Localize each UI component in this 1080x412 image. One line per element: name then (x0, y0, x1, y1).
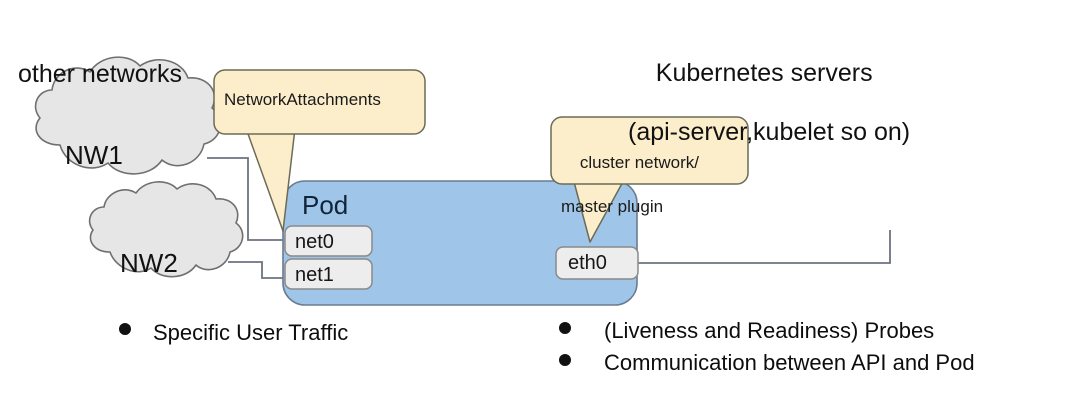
interface-label-net1: net1 (295, 264, 334, 286)
cloud-label-nw2: NW2 (120, 248, 178, 278)
bullet-marker-right-2 (559, 354, 571, 366)
pod-label: Pod (302, 190, 349, 220)
connector-nw2-net1 (228, 261, 286, 279)
interface-label-net0: net0 (295, 231, 334, 253)
connector-nw1-net0 (207, 157, 286, 241)
heading-kubernetes-servers-line1: Kubernetes servers (655, 58, 873, 87)
interface-box-eth0[interactable] (555, 246, 639, 280)
callout-label-network-attachments: NetworkAttachments (224, 90, 381, 109)
callout-cluster-network-bubble (550, 116, 749, 185)
callout-label-cluster-network: cluster network/ master plugin (561, 130, 699, 263)
bullet-marker-right-1 (559, 322, 571, 334)
callout-label-cluster-network-line1: cluster network/ (579, 153, 699, 173)
cloud-nw1 (34, 56, 222, 175)
cloud-nw2 (88, 181, 244, 278)
bullet-item-right-2: Communication between API and Pod (604, 350, 975, 375)
interface-box-net1[interactable] (284, 258, 373, 290)
callout-network-attachments-bubble (213, 69, 426, 135)
interface-label-eth0: eth0 (568, 252, 607, 274)
bullet-marker-left-1 (119, 323, 131, 335)
heading-other-networks: other networks (18, 60, 182, 88)
heading-kubernetes-servers: Kubernetes servers (api-server,kubelet s… (628, 29, 910, 206)
connector-eth0-api (638, 230, 891, 264)
interface-box-net0[interactable] (284, 225, 373, 257)
bullet-item-left-1: Specific User Traffic (153, 320, 349, 345)
callout-label-cluster-network-line2: master plugin (561, 197, 664, 217)
cloud-label-nw1: NW1 (65, 140, 123, 170)
bullet-item-right-1: (Liveness and Readiness) Probes (604, 318, 935, 343)
heading-kubernetes-servers-line2: (api-server,kubelet so on) (628, 117, 911, 146)
